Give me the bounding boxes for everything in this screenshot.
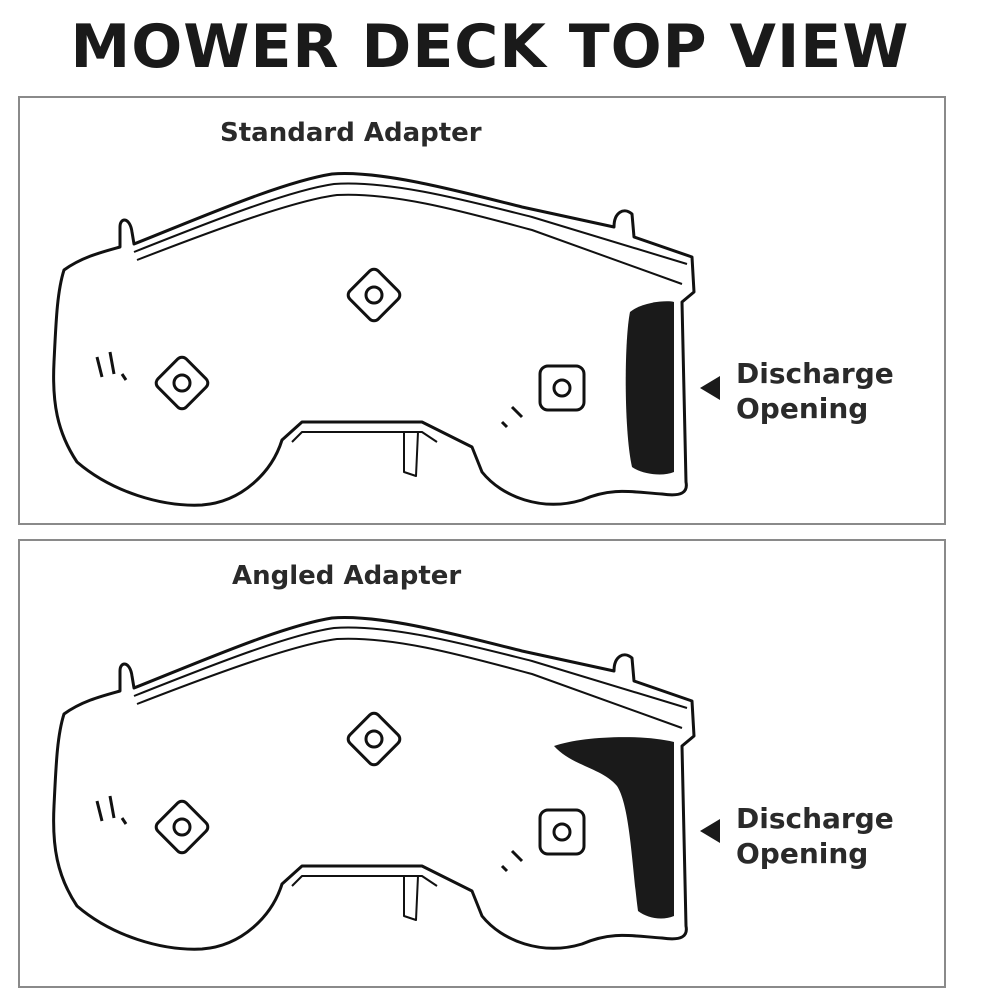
discharge-callout: Discharge Opening bbox=[736, 801, 894, 871]
standard-adapter-panel: Standard Adapter Discharge Opening bbox=[18, 96, 946, 525]
angled-adapter-panel: Angled Adapter Discharge Opening bbox=[18, 539, 946, 988]
spindle-bolt-icons bbox=[154, 267, 586, 412]
mower-deck-illustration-standard bbox=[52, 172, 696, 507]
callout-line1: Discharge bbox=[736, 357, 894, 390]
callout-line2: Opening bbox=[736, 837, 869, 870]
pointer-arrow-icon bbox=[700, 376, 720, 400]
panel-label: Standard Adapter bbox=[220, 118, 482, 148]
discharge-callout: Discharge Opening bbox=[736, 356, 894, 426]
mower-deck-illustration-angled bbox=[52, 616, 696, 951]
spindle-bolt-icons bbox=[154, 711, 586, 856]
diagram-title: MOWER DECK TOP VIEW bbox=[70, 12, 910, 82]
pointer-arrow-icon bbox=[700, 819, 720, 843]
discharge-opening-fill bbox=[554, 737, 674, 919]
panel-label: Angled Adapter bbox=[232, 561, 462, 591]
callout-line2: Opening bbox=[736, 392, 869, 425]
discharge-opening-fill bbox=[625, 301, 674, 475]
callout-line1: Discharge bbox=[736, 802, 894, 835]
